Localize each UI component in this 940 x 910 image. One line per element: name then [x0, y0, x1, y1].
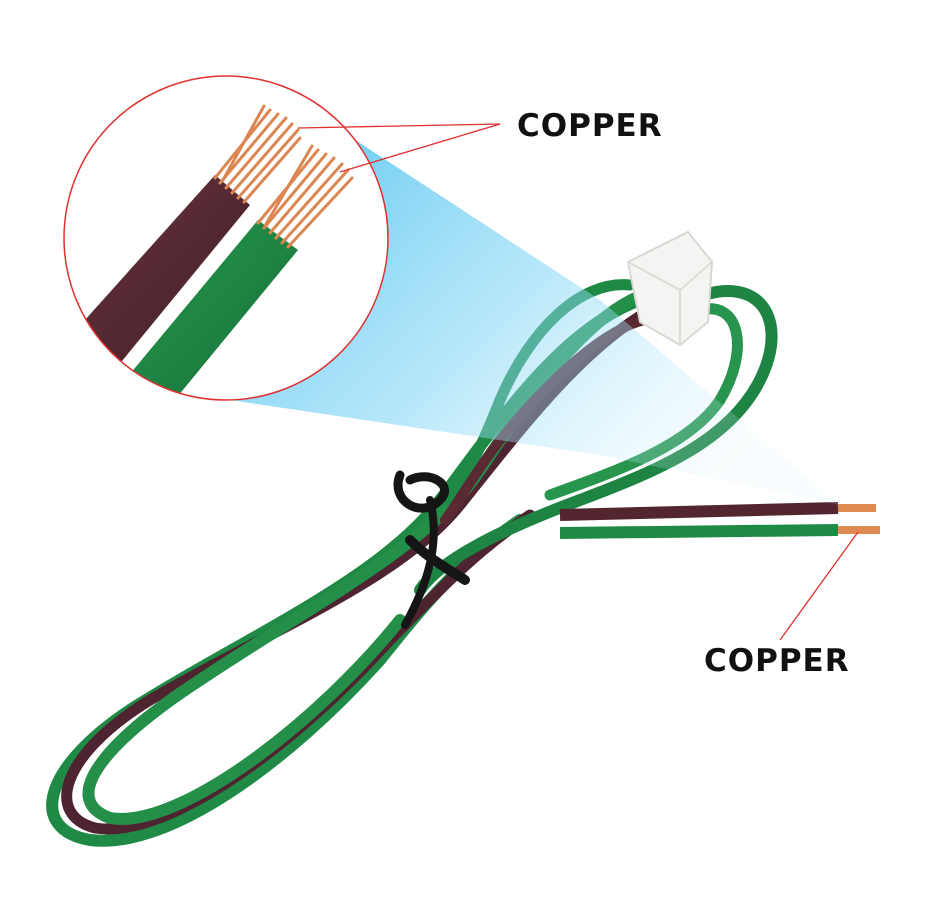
copper-strands-brown	[213, 104, 302, 204]
copper-strands-green	[256, 144, 354, 249]
callout-line-bottom	[779, 531, 859, 641]
wire-brown-tail	[559, 502, 839, 521]
zoom-green-wire	[100, 220, 298, 400]
zoom-circle	[63, 75, 389, 401]
wire-tails	[559, 502, 880, 539]
wire-green-loop-4	[544, 303, 743, 501]
copper-label-bottom: COPPER	[704, 643, 850, 679]
callout-line-top-2	[339, 123, 501, 173]
copper-label-top: COPPER	[517, 108, 663, 144]
zip-tie	[393, 470, 470, 629]
callout-line-top-1	[297, 123, 501, 129]
connector	[626, 230, 714, 347]
callout-lines	[297, 123, 859, 641]
wire-green-tail	[559, 524, 839, 539]
